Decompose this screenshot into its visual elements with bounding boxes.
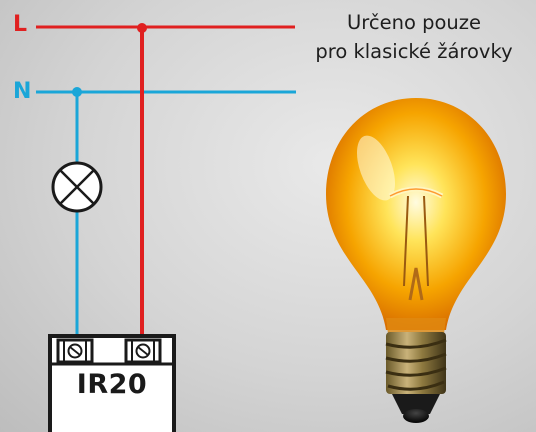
terminal-screw-icon: [56, 338, 94, 364]
caption: Určeno pouze pro klasické žárovky: [292, 8, 536, 66]
line-junction-dot: [137, 23, 147, 33]
terminal-screw-icon: [124, 338, 162, 364]
neutral-label: N: [13, 79, 32, 104]
light-bulb-icon: [326, 98, 506, 423]
neutral-junction-dot: [72, 87, 82, 97]
lamp-symbol-icon: [51, 161, 103, 213]
device-label: IR20: [76, 369, 148, 400]
ir20-device: [48, 334, 176, 432]
caption-line-2: pro klasické žárovky: [315, 40, 513, 63]
caption-line-1: Určeno pouze: [347, 11, 481, 34]
line-label: L: [13, 12, 28, 37]
